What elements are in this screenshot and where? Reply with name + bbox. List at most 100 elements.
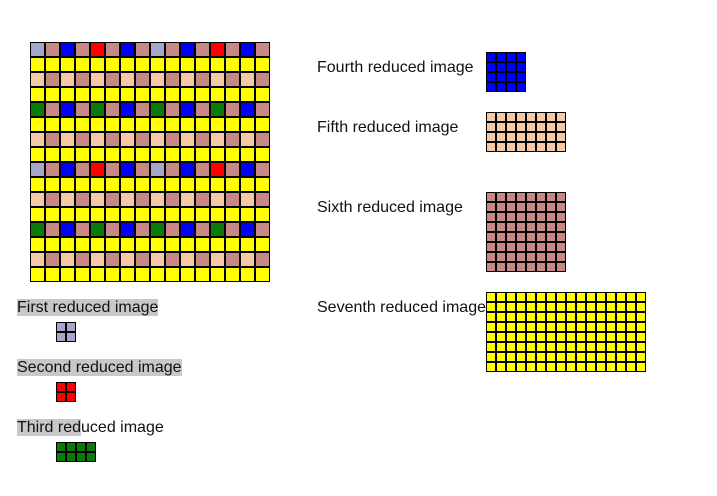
full-image-cell	[255, 72, 270, 87]
seventh-reduced-image-cell	[556, 342, 566, 352]
seventh-reduced-image-cell	[616, 342, 626, 352]
seventh-reduced-image-cell	[616, 352, 626, 362]
sixth-reduced-image-cell	[536, 252, 546, 262]
full-image-cell	[255, 222, 270, 237]
sixth-reduced-image-cell	[526, 202, 536, 212]
seventh-label-text: Seventh reduced image	[317, 299, 486, 316]
full-image-cell	[75, 192, 90, 207]
sixth-reduced-image-cell	[536, 222, 546, 232]
sixth-reduced-image-cell	[496, 192, 506, 202]
full-image-cell	[120, 147, 135, 162]
full-image-cell	[45, 207, 60, 222]
seventh-reduced-image-cell	[626, 322, 636, 332]
sixth-reduced-image-cell	[516, 192, 526, 202]
full-image-cell	[45, 87, 60, 102]
sixth-reduced-image-cell	[526, 242, 536, 252]
fourth-reduced-image-cell	[496, 52, 506, 62]
full-image-cell	[255, 87, 270, 102]
full-image-cell	[45, 252, 60, 267]
full-image-cell	[225, 192, 240, 207]
full-image-cell	[180, 192, 195, 207]
seventh-reduced-image-cell	[496, 312, 506, 322]
sixth-reduced-image-cell	[536, 192, 546, 202]
sixth-reduced-image-cell	[496, 202, 506, 212]
full-image-cell	[210, 162, 225, 177]
full-image-cell	[225, 117, 240, 132]
first-reduced-image-cell	[56, 332, 66, 342]
seventh-reduced-image-cell	[506, 322, 516, 332]
full-image-cell	[195, 252, 210, 267]
full-image-cell	[210, 87, 225, 102]
full-image-cell	[60, 87, 75, 102]
fifth-reduced-image-cell	[536, 112, 546, 122]
seventh-reduced-image-cell	[616, 292, 626, 302]
full-image-cell	[90, 102, 105, 117]
full-image-cell	[105, 252, 120, 267]
sixth-reduced-image-cell	[506, 222, 516, 232]
full-image-cell	[150, 177, 165, 192]
full-image-cell	[165, 132, 180, 147]
full-image-cell	[90, 207, 105, 222]
full-image-cell	[30, 192, 45, 207]
full-image-cell	[240, 162, 255, 177]
full-image-cell	[225, 87, 240, 102]
seventh-reduced-image-cell	[626, 312, 636, 322]
full-image-cell	[135, 72, 150, 87]
seventh-reduced-image-cell	[546, 342, 556, 352]
full-image-cell	[180, 87, 195, 102]
full-image-cell	[150, 57, 165, 72]
full-image-cell	[105, 207, 120, 222]
full-image-cell	[135, 132, 150, 147]
seventh-reduced-image-cell	[536, 342, 546, 352]
seventh-reduced-image-cell	[506, 302, 516, 312]
full-image-cell	[135, 222, 150, 237]
full-image-cell	[255, 147, 270, 162]
full-image-cell	[240, 117, 255, 132]
full-image-cell	[105, 42, 120, 57]
fifth-reduced-image-cell	[516, 122, 526, 132]
sixth-reduced-image-cell	[546, 212, 556, 222]
full-image-cell	[150, 87, 165, 102]
sixth-reduced-image-cell	[496, 252, 506, 262]
full-image-cell	[255, 267, 270, 282]
fifth-reduced-image-cell	[496, 142, 506, 152]
fifth-reduced-image-cell	[526, 142, 536, 152]
seventh-reduced-image-cell	[566, 342, 576, 352]
seventh-reduced-image-cell	[576, 362, 586, 372]
full-image-cell	[135, 162, 150, 177]
full-image-cell	[195, 42, 210, 57]
full-image-cell	[30, 87, 45, 102]
full-image-cell	[90, 147, 105, 162]
first-reduced-image-cell	[56, 322, 66, 332]
seventh-reduced-image-cell	[546, 352, 556, 362]
full-image-cell	[30, 162, 45, 177]
fifth-reduced-image-cell	[496, 132, 506, 142]
full-image-cell	[180, 57, 195, 72]
fourth-reduced-image-cell	[506, 82, 516, 92]
full-image-cell	[60, 132, 75, 147]
fifth-reduced-image-label: Fifth reduced image	[317, 118, 458, 138]
full-image-cell	[105, 102, 120, 117]
seventh-reduced-image-cell	[546, 312, 556, 322]
fifth-reduced-image-cell	[526, 112, 536, 122]
sixth-reduced-image-cell	[506, 252, 516, 262]
seventh-reduced-image-cell	[516, 362, 526, 372]
full-image-cell	[45, 267, 60, 282]
full-image-cell	[60, 57, 75, 72]
fifth-reduced-image-cell	[516, 142, 526, 152]
full-image-cell	[60, 192, 75, 207]
full-image-cell	[30, 147, 45, 162]
full-image-cell	[105, 132, 120, 147]
full-image-cell	[45, 237, 60, 252]
seventh-reduced-image-cell	[496, 362, 506, 372]
full-image-cell	[90, 132, 105, 147]
sixth-reduced-image-cell	[486, 252, 496, 262]
full-image-cell	[105, 72, 120, 87]
seventh-reduced-image-cell	[566, 292, 576, 302]
full-image-cell	[180, 177, 195, 192]
full-image-cell	[30, 267, 45, 282]
seventh-reduced-image-cell	[586, 322, 596, 332]
seventh-reduced-image-cell	[496, 322, 506, 332]
seventh-reduced-image-cell	[506, 352, 516, 362]
full-image-cell	[120, 117, 135, 132]
